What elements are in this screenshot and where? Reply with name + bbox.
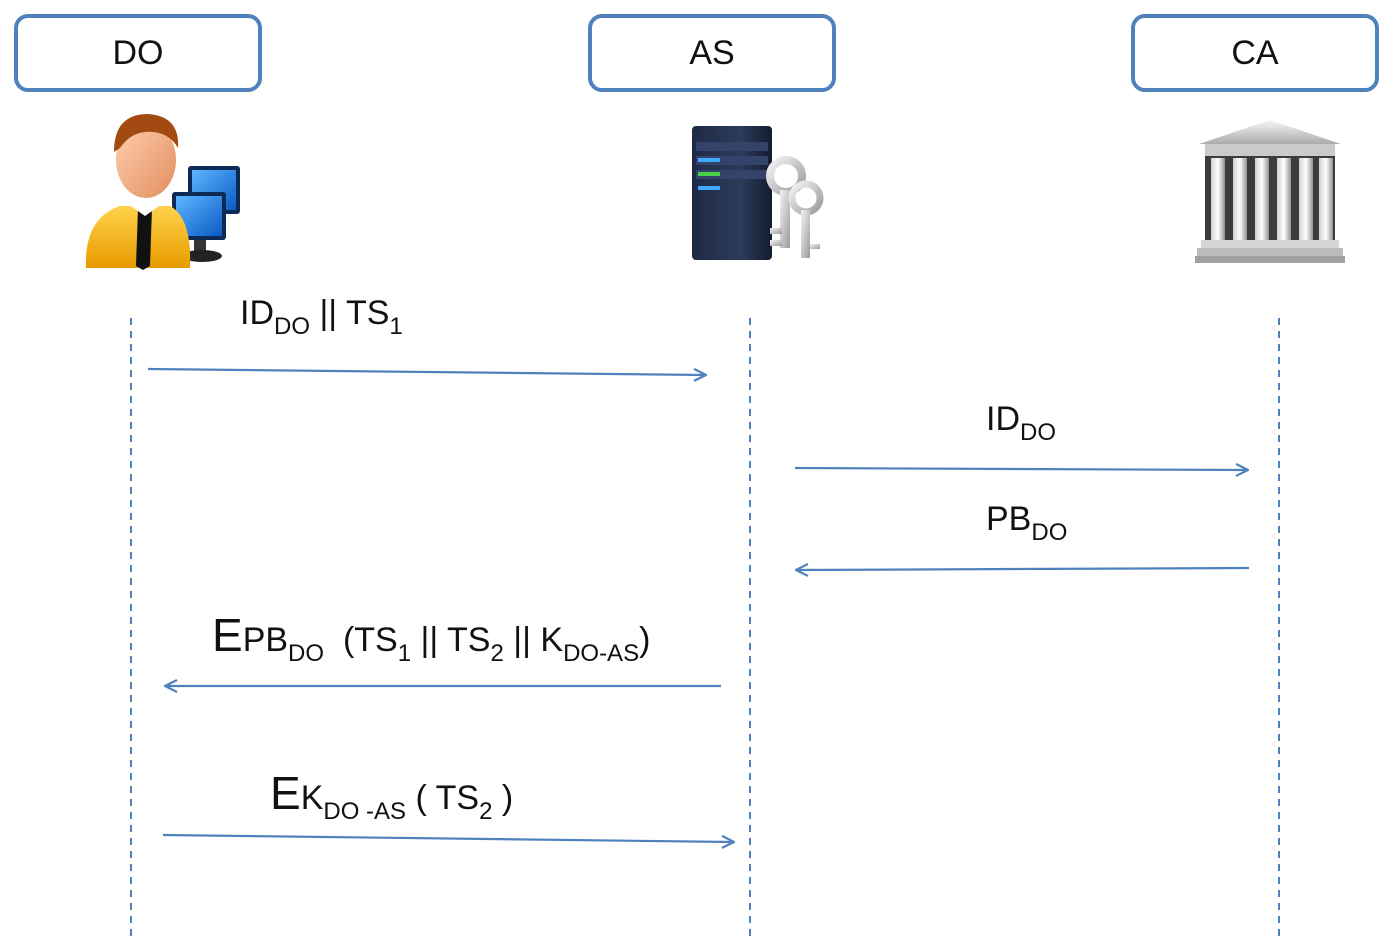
actor-box-ca: CA — [1131, 14, 1379, 92]
m2-id: ID — [986, 400, 1020, 438]
m4-e: E — [212, 609, 243, 661]
m4-sep2: || K — [503, 621, 564, 659]
m3-pb-sub: DO — [1031, 519, 1068, 546]
actor-box-do: DO — [14, 14, 262, 92]
arrow-do-to-as-1 — [147, 367, 705, 375]
arrow-do-to-as-2 — [162, 833, 733, 842]
m2-id-sub: DO — [1020, 419, 1056, 446]
m5-open: ( TS — [406, 779, 480, 817]
actor-label-as: AS — [689, 33, 735, 72]
message-4-label: EPBDO (TS1 || TS2 || KDO-AS) — [212, 612, 650, 666]
m4-pb-sub: DO — [288, 640, 325, 667]
arrow-ca-to-as — [797, 568, 1250, 570]
m4-ts2-sub: 2 — [490, 640, 504, 667]
arrow-as-to-ca — [794, 468, 1247, 470]
message-1-label: IDDO || TS1 — [240, 296, 403, 339]
m4-sep1: || TS — [411, 621, 491, 659]
m5-k-sub: DO -AS — [323, 798, 407, 825]
m4-k-sub: DO-AS — [563, 640, 640, 667]
m1-ts-sub: 1 — [389, 313, 403, 340]
m5-k: K — [300, 779, 324, 817]
actor-label-do: DO — [112, 33, 164, 72]
message-3-label: PBDO — [986, 502, 1067, 545]
message-5-label: EKDO -AS ( TS2 ) — [270, 770, 513, 824]
m3-pb: PB — [986, 500, 1032, 538]
m4-close: ) — [639, 621, 651, 659]
server-with-keys-icon — [692, 126, 824, 260]
user-with-computers-icon — [85, 114, 240, 270]
m5-ts2-sub: 2 — [479, 798, 493, 825]
m4-pb: PB — [242, 621, 289, 659]
m5-e: E — [270, 767, 301, 819]
m1-id-sub: DO — [274, 313, 310, 340]
m4-ts1-sub: 1 — [397, 640, 412, 667]
m1-sep: || TS — [310, 294, 390, 332]
m4-open: (TS — [324, 621, 398, 659]
m1-id: ID — [240, 294, 274, 332]
m5-close: ) — [492, 779, 514, 817]
bank-building-icon — [1195, 120, 1345, 263]
actor-box-as: AS — [588, 14, 836, 92]
actor-label-ca: CA — [1231, 33, 1279, 72]
message-2-label: IDDO — [986, 402, 1056, 445]
